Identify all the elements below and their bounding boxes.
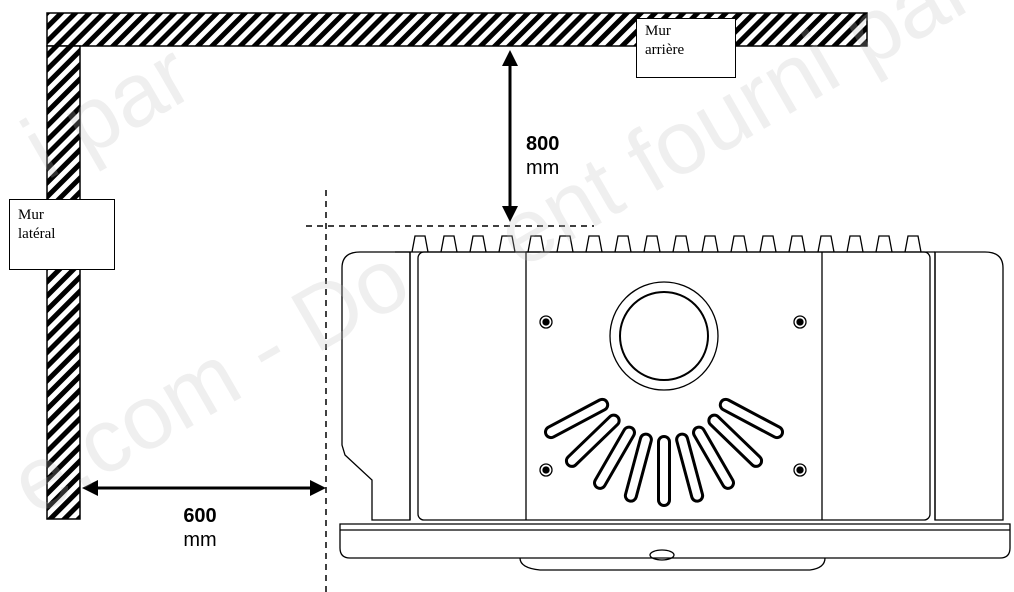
back-wall [46,12,868,47]
rear-clearance-arrow [502,50,518,222]
side-clearance-label: 600 mm [170,504,230,552]
grille-fin [817,235,835,253]
back-wall-label-line1: Mur [645,23,671,39]
grille-fin [556,235,574,253]
vent-slot-inner [710,416,761,465]
rear-clearance-value: 800 [526,133,560,155]
back-wall-label-line2: arrière [645,42,685,58]
air-vents [543,397,785,507]
side-wall-label-line1: Mur [18,207,44,223]
side-wall-label: Mur latéral [9,199,115,270]
grille-fin [846,235,864,253]
grille-fin [469,235,487,253]
back-wall-label: Mur arrière [636,18,736,78]
grille-fin [498,235,516,253]
grille-fin [788,235,806,253]
stove-top-view [339,235,1011,571]
rear-clearance-unit: mm [526,157,560,179]
side-clearance-arrow [82,480,326,496]
vent-slot-inner [567,416,618,465]
grille-fin [614,235,632,253]
vent-slot-inner [695,428,732,487]
grille-fin [411,235,429,253]
side-wall [46,45,81,520]
vent-slot-inner [596,428,633,487]
grille-fin [875,235,893,253]
top-grille [411,235,922,253]
grille-fin [904,235,922,253]
grille-fin [585,235,603,253]
side-wall-label-line2: latéral [18,226,56,242]
vent-slot-inner [678,435,702,500]
grille-fin [672,235,690,253]
grille-fin [759,235,777,253]
vent-slot-inner [546,400,607,437]
grille-fin [730,235,748,253]
vent-slot-inner [626,435,650,500]
rear-clearance-label: 800 mm [526,132,586,180]
side-clearance-unit: mm [183,529,217,551]
grille-fin [440,235,458,253]
grille-fin [701,235,719,253]
vent-slot-inner [721,400,782,437]
side-clearance-value: 600 [183,505,217,527]
grille-fin [643,235,661,253]
grille-fin [527,235,545,253]
